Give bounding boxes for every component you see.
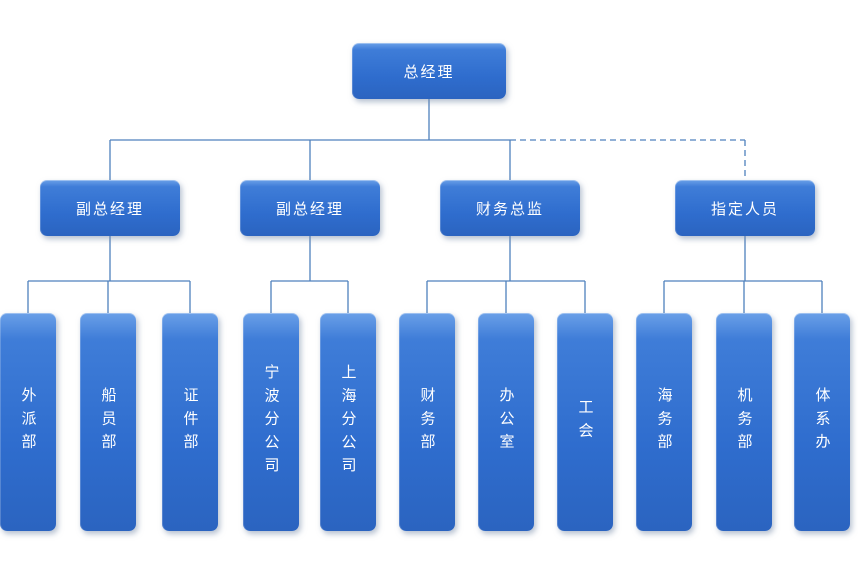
node-dept-marine: 海务部: [636, 313, 692, 531]
node-dept-office-label: 办公室: [497, 387, 516, 457]
node-deputy-gm-2-label: 副总经理: [275, 199, 344, 218]
node-dept-engineering-label: 机务部: [735, 387, 754, 457]
node-dept-system-office-label: 体系办: [813, 387, 832, 457]
node-dept-waipai-label: 外派部: [19, 387, 38, 457]
node-dept-finance: 财务部: [399, 313, 455, 531]
node-dept-waipai: 外派部: [0, 313, 56, 531]
node-finance-director-label: 财务总监: [475, 199, 544, 218]
node-dept-crew: 船员部: [80, 313, 136, 531]
node-branch-ningbo: 宁波分公司: [243, 313, 299, 531]
node-dept-crew-label: 船员部: [99, 387, 118, 457]
node-dept-union-label: 工会: [576, 398, 595, 446]
node-dept-office: 办公室: [478, 313, 534, 531]
dashed-connectors: [510, 139, 746, 180]
node-designated-personnel-label: 指定人员: [710, 199, 779, 218]
node-dept-certificates-label: 证件部: [181, 387, 200, 457]
node-dept-marine-label: 海务部: [655, 387, 674, 457]
node-dept-union: 工会: [557, 313, 613, 531]
node-deputy-gm-1: 副总经理: [40, 180, 180, 236]
node-dept-certificates: 证件部: [162, 313, 218, 531]
node-dept-system-office: 体系办: [794, 313, 850, 531]
node-general-manager-label: 总经理: [403, 62, 455, 81]
node-designated-personnel: 指定人员: [675, 180, 815, 236]
node-deputy-gm-2: 副总经理: [240, 180, 380, 236]
node-dept-engineering: 机务部: [716, 313, 772, 531]
node-deputy-gm-1-label: 副总经理: [75, 199, 144, 218]
node-general-manager: 总经理: [352, 43, 506, 99]
node-dept-finance-label: 财务部: [418, 387, 437, 457]
node-branch-shanghai-label: 上海分公司: [339, 363, 358, 481]
node-branch-ningbo-label: 宁波分公司: [262, 363, 281, 481]
node-finance-director: 财务总监: [440, 180, 580, 236]
solid-connectors: [27, 99, 823, 313]
node-branch-shanghai: 上海分公司: [320, 313, 376, 531]
